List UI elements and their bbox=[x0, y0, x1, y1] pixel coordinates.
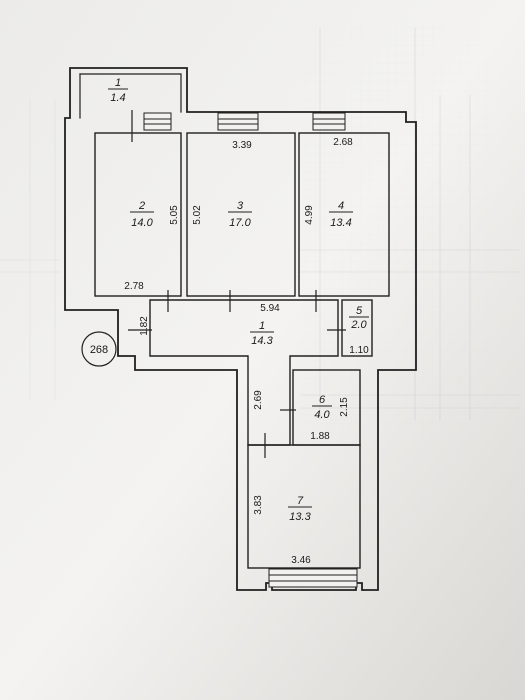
svg-text:14.3: 14.3 bbox=[251, 335, 273, 347]
dim-2-78: 2.78 bbox=[124, 281, 144, 292]
svg-text:6: 6 bbox=[319, 394, 326, 406]
svg-text:1.4: 1.4 bbox=[110, 92, 125, 104]
dim-3-83: 3.83 bbox=[253, 495, 264, 515]
sheet-number-badge: 268 bbox=[81, 331, 117, 367]
svg-text:4.0: 4.0 bbox=[314, 409, 330, 421]
dimension-labels: 3.39 2.68 5.05 5.02 4.99 2.78 5.94 1.82 … bbox=[124, 137, 369, 566]
dim-5-02: 5.02 bbox=[192, 205, 203, 225]
dim-3-39: 3.39 bbox=[232, 140, 252, 151]
svg-text:2: 2 bbox=[138, 200, 145, 212]
room-label-balcony: 1 1.4 bbox=[108, 77, 128, 104]
room-label-7: 7 13.3 bbox=[288, 495, 312, 523]
sheet-number: 268 bbox=[90, 344, 108, 356]
dim-1-82: 1.82 bbox=[139, 316, 150, 336]
room-label-3: 3 17.0 bbox=[228, 200, 252, 229]
svg-text:1: 1 bbox=[115, 77, 121, 89]
dim-2-15: 2.15 bbox=[339, 397, 350, 417]
room-labels: 1 1.4 2 14.0 3 17.0 4 13.4 1 14.3 5 2.0 bbox=[108, 77, 369, 523]
svg-text:13.4: 13.4 bbox=[330, 217, 351, 229]
dim-5-94: 5.94 bbox=[260, 303, 280, 314]
dim-2-69: 2.69 bbox=[253, 390, 264, 410]
svg-text:4: 4 bbox=[338, 200, 344, 212]
svg-text:5: 5 bbox=[356, 305, 363, 317]
svg-text:14.0: 14.0 bbox=[131, 217, 153, 229]
svg-text:1: 1 bbox=[259, 320, 265, 332]
room-label-6: 6 4.0 bbox=[312, 394, 332, 421]
svg-text:7: 7 bbox=[297, 495, 304, 507]
room-label-hall: 1 14.3 bbox=[250, 320, 274, 347]
dim-1-10: 1.10 bbox=[349, 345, 369, 356]
walls bbox=[64, 67, 417, 591]
svg-text:17.0: 17.0 bbox=[229, 217, 251, 229]
svg-text:13.3: 13.3 bbox=[289, 511, 311, 523]
dim-1-88: 1.88 bbox=[310, 431, 330, 442]
svg-text:3: 3 bbox=[237, 200, 244, 212]
windows bbox=[143, 112, 358, 588]
door-markers bbox=[128, 110, 346, 458]
dim-2-68: 2.68 bbox=[333, 137, 353, 148]
dim-4-99: 4.99 bbox=[304, 205, 315, 225]
dim-3-46: 3.46 bbox=[291, 555, 311, 566]
room-label-5: 5 2.0 bbox=[349, 305, 369, 331]
svg-text:2.0: 2.0 bbox=[350, 319, 367, 331]
room-label-2: 2 14.0 bbox=[130, 200, 154, 229]
room-label-4: 4 13.4 bbox=[329, 200, 353, 229]
dim-5-05: 5.05 bbox=[169, 205, 180, 225]
